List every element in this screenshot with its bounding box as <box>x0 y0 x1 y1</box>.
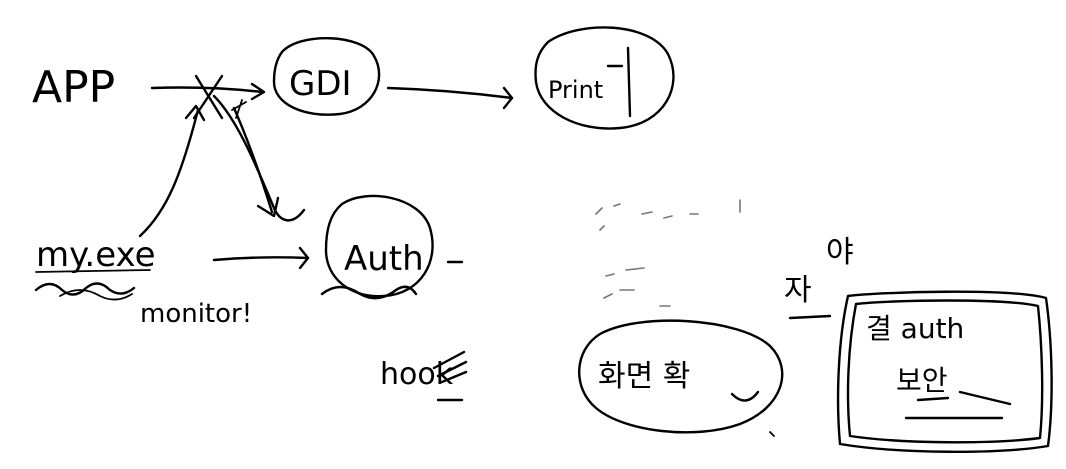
myexe-scribble <box>34 282 136 296</box>
print-node-circle <box>534 26 675 130</box>
gdi-to-print-arrow <box>386 86 514 100</box>
myexe-to-app-arrow <box>138 108 200 238</box>
auth-label: Auth <box>344 239 424 279</box>
erased-marks-bottom <box>599 225 671 307</box>
myexe-label: my.exe <box>36 235 156 275</box>
korean-ellipse <box>578 319 784 434</box>
auth-node-circle <box>324 194 434 298</box>
hook-to-auth-arrowhead <box>256 196 280 218</box>
app-to-gdi-arrowhead <box>250 82 266 101</box>
auth-box-inner <box>846 299 1044 444</box>
app-to-gdi-arrow <box>150 86 264 94</box>
hook-scribble <box>432 350 468 384</box>
box-line-two: 보안 <box>896 364 948 397</box>
hook-to-auth-arrow <box>212 94 306 222</box>
myexe-underline <box>35 269 151 273</box>
box-line-two-mark <box>916 396 950 402</box>
myexe-to-app-arrowhead <box>184 104 206 122</box>
myexe-scribble-two <box>59 289 133 301</box>
korean-ellipse-dot <box>769 431 775 437</box>
auth-scribble <box>320 285 418 300</box>
korean-top-label: 야 <box>826 235 854 270</box>
print-extra-stroke <box>606 46 632 118</box>
gdi-to-print-arrowhead <box>502 86 514 110</box>
box-line-two-scribble <box>958 390 1012 406</box>
print-label: Print <box>548 76 603 104</box>
hook-to-auth-arrow-second <box>232 106 274 214</box>
auth-box-outer <box>836 290 1053 453</box>
erased-marks-top <box>595 199 741 219</box>
gdi-label: GDI <box>289 64 352 104</box>
box-line-one: 결 auth <box>866 312 964 345</box>
korean-ellipse-mark <box>730 390 760 402</box>
korean-side-line <box>788 314 832 320</box>
gdi-node-circle <box>272 36 381 116</box>
korean-side-label: 자 <box>784 273 812 308</box>
monitor-label: monitor! <box>140 299 252 329</box>
korean-ellipse-label: 화면 확 <box>598 359 690 394</box>
myexe-to-auth-arrowhead <box>298 246 310 270</box>
app-label: APP <box>32 62 115 113</box>
myexe-to-auth-arrow <box>212 256 310 262</box>
